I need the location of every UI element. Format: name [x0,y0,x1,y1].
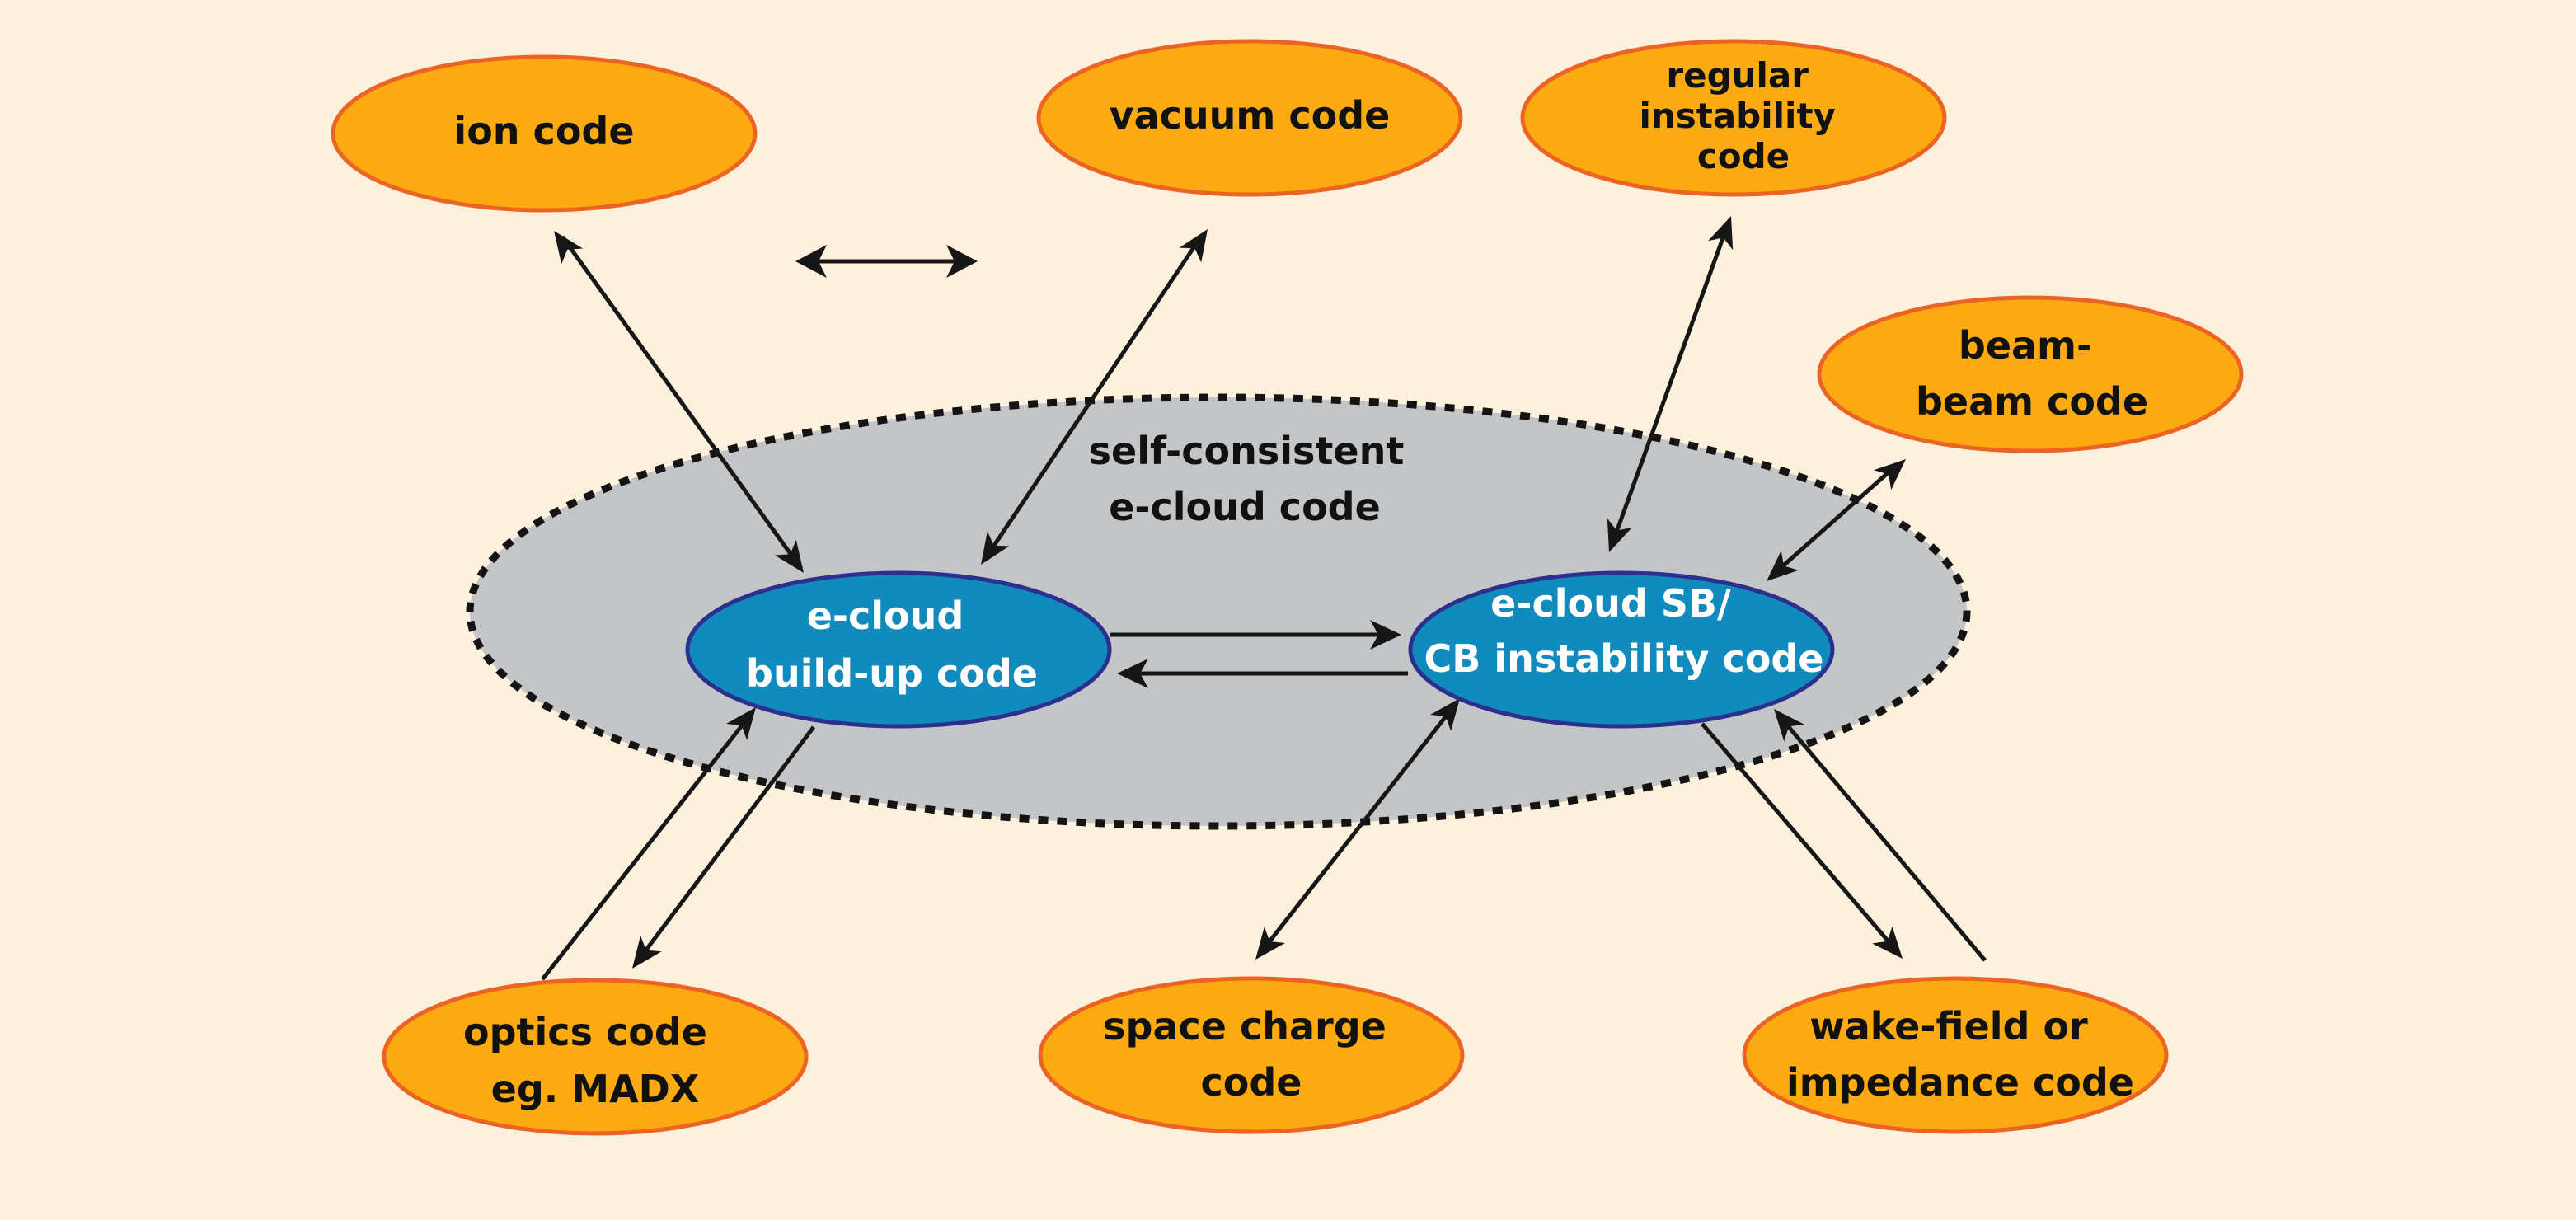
group-label-line-2: e-cloud code [1109,485,1381,529]
node-label: e-cloud SB/ CB instability code [1424,581,1824,681]
node-shape [685,570,1112,729]
edge-line [560,235,804,570]
arrowhead-icon [981,531,1010,565]
arrowhead-icon [1179,229,1208,263]
edge-line [1260,703,1457,954]
node-label-line: beam code [1916,379,2148,424]
node-label: ion code [453,109,634,153]
node-label-line: wake-field or [1809,1004,2088,1049]
arrowhead-icon [1117,659,1148,688]
node-label-line: code [1201,1060,1302,1105]
arrowhead-icon [1767,550,1799,581]
edge-line [541,711,753,981]
node-ion-code[interactable]: ion code [331,54,758,213]
arrowhead-icon [554,231,584,265]
node-optics-code[interactable]: optics code eg. MADX [382,978,809,1136]
edge-line [635,725,815,964]
node-label-line: vacuum code [1110,93,1391,138]
node-regular-instability-code[interactable]: regular instability code [1520,39,1947,197]
node-label-line: beam- [1959,323,2092,368]
edge-ion-buildup [554,231,804,573]
arrowhead-icon [1607,518,1632,552]
node-shape [1038,976,1465,1134]
arrowhead-icon [1255,927,1286,960]
edge-line [1779,716,1987,962]
node-shape [1408,570,1835,729]
edge-line [1701,722,1899,954]
node-label: space charge code [1103,1004,1400,1105]
node-label: beam- beam code [1916,323,2148,424]
node-wakefield-impedance-code[interactable]: wake-field or impedance code [1742,976,2169,1134]
edge-instab-to-wake [1701,722,1903,959]
node-shape [1036,39,1463,197]
arrowhead-icon [795,245,827,278]
node-ecloud-buildup-code[interactable]: e-cloud build-up code [685,570,1112,729]
arrowhead-icon [1774,709,1804,742]
node-label-line: e-cloud SB/ [1490,581,1731,626]
arrowhead-icon [1708,216,1734,251]
edge-buildup-to-instab [1110,620,1401,650]
node-label-line: impedance code [1786,1060,2134,1105]
arrowhead-icon [1429,698,1460,731]
node-label: optics code eg. MADX [463,1010,720,1111]
node-label: wake-field or impedance code [1786,1004,2134,1105]
node-shape [1742,976,2169,1134]
node-label: regular instability code [1639,55,1847,176]
node-shape [331,54,758,213]
arrowhead-icon [1872,926,1903,959]
group-label: self-consistent e-cloud code [1089,429,1418,529]
edge-wake-to-instab [1774,709,1987,962]
arrowhead-icon [632,936,662,969]
node-label: vacuum code [1110,93,1391,138]
edge-line [983,237,1202,561]
arrowhead-icon [946,245,978,278]
arrowhead-icon [774,539,804,573]
node-shape [382,978,809,1136]
node-label-line: instability [1639,96,1835,136]
arrowhead-icon [725,707,756,740]
edge-instab-to-buildup [1117,659,1408,688]
edge-optics-to-buildup [541,707,756,981]
edge-vacuum-buildup [981,229,1208,565]
edge-spacecharge-instab [1255,698,1460,960]
nodes-layer: ion code vacuum code regular instability… [331,39,2244,1136]
node-vacuum-code[interactable]: vacuum code [1036,39,1463,197]
node-label-line: regular [1666,55,1809,96]
edge-buildup-to-optics [632,725,815,969]
node-label-line: eg. MADX [491,1067,700,1111]
node-label-line: space charge [1103,1004,1387,1049]
node-ecloud-instability-code[interactable]: e-cloud SB/ CB instability code [1408,570,1835,729]
edges-layer [541,216,1987,981]
edge-beambeam-instab [1767,459,1906,581]
arrowhead-icon [1873,459,1906,490]
group-label-line-1: self-consistent [1089,429,1405,473]
arrowhead-icon [1370,620,1401,650]
node-label-line: e-cloud [807,594,964,638]
legend-bidirectional-arrow-icon [795,245,978,278]
edge-line [1609,226,1729,547]
edge-line [1771,464,1898,577]
node-label-line: ion code [453,109,634,153]
node-label-line: code [1697,136,1790,176]
node-shape [1520,39,1947,197]
node-label-line: CB instability code [1424,636,1824,681]
edge-regular-instab [1607,216,1734,552]
node-beam-beam-code[interactable]: beam- beam code [1817,295,2244,453]
node-shape [1817,295,2244,453]
node-label-line: build-up code [746,651,1038,696]
node-space-charge-code[interactable]: space charge code [1038,976,1465,1134]
node-label-line: optics code [463,1010,707,1054]
node-label: e-cloud build-up code [746,594,1038,696]
